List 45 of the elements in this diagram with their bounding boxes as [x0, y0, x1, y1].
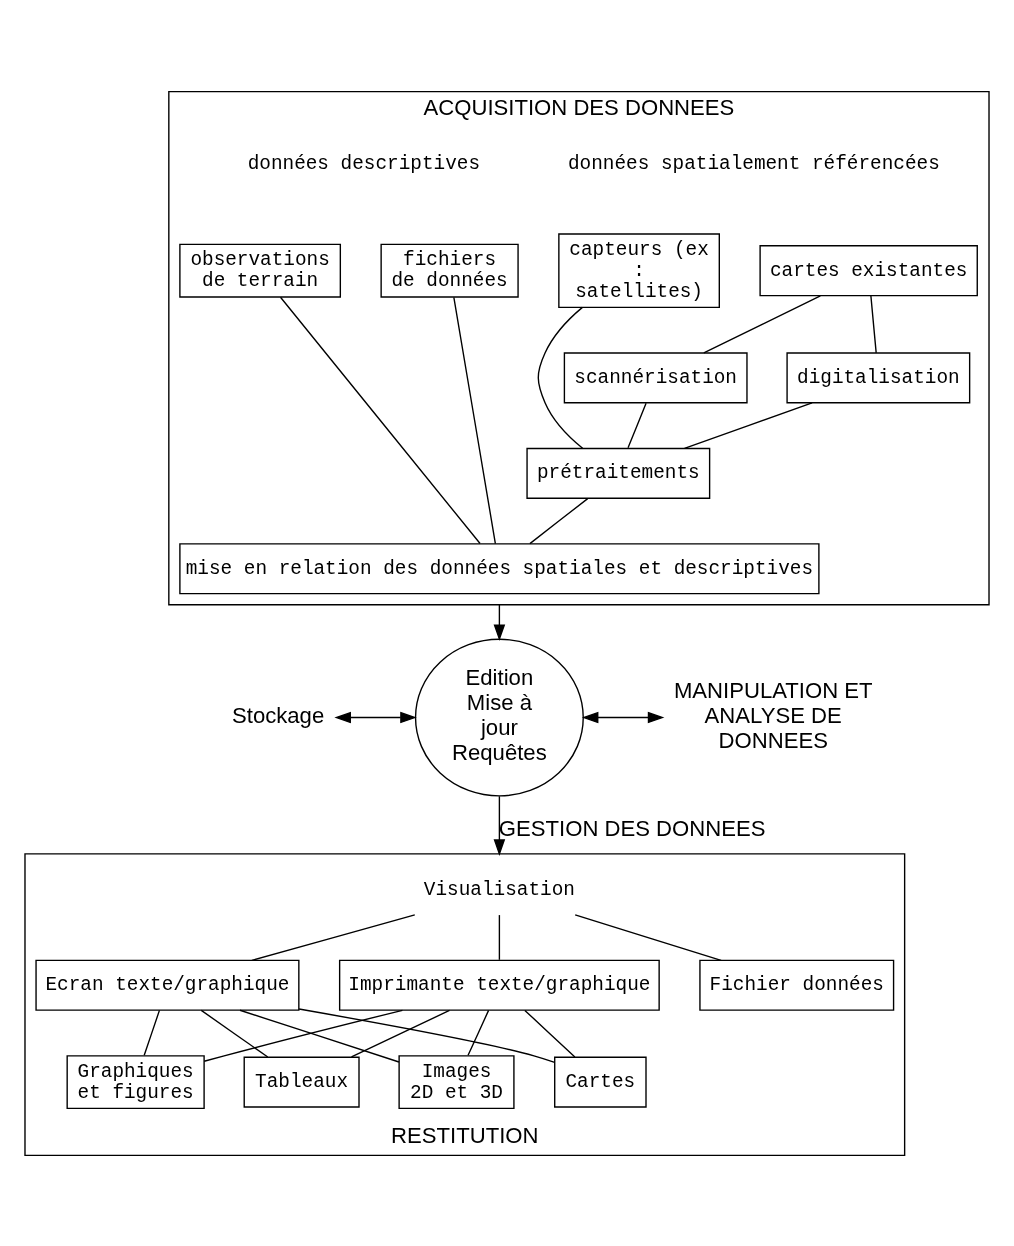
- node-text: MANIPULATION ET ANALYSE DE DONNEES: [673, 677, 873, 753]
- arrow: [581, 711, 665, 723]
- node-text: Stockage: [232, 702, 325, 728]
- arrow: [334, 711, 417, 723]
- connector: [537, 306, 584, 449]
- connector: [574, 913, 722, 961]
- connector: [703, 294, 822, 354]
- connector: [870, 294, 877, 354]
- connector: [453, 296, 497, 544]
- connector: [498, 913, 501, 960]
- connector: [251, 913, 416, 961]
- connector: [627, 401, 647, 449]
- node-box: observations de terrain: [179, 243, 342, 298]
- arrow: [493, 603, 506, 641]
- node-box: Fichier données: [699, 959, 895, 1011]
- connector: [239, 1009, 400, 1063]
- node-box: Tableaux: [243, 1056, 360, 1108]
- connector: [200, 1009, 269, 1058]
- label: données spatialement référencées: [568, 152, 940, 175]
- node-box: Graphiques et figures: [66, 1054, 205, 1109]
- connector: [524, 1009, 576, 1058]
- arrow: [493, 795, 506, 856]
- node-box: Images 2D et 3D: [398, 1054, 515, 1109]
- node-box: mise en relation des données spatiales et descriptives: [179, 542, 820, 594]
- connector: [467, 1009, 490, 1056]
- node-box: prétraitements: [526, 447, 711, 499]
- node-text: Visualisation: [423, 878, 575, 901]
- node-box: fichiers de données: [380, 243, 519, 298]
- label: données descriptives: [247, 152, 481, 175]
- connector: [298, 1007, 556, 1063]
- connector: [683, 401, 813, 449]
- connector: [529, 497, 589, 544]
- connector: [203, 1009, 404, 1062]
- connector: [350, 1009, 451, 1058]
- connector: [143, 1009, 161, 1056]
- node-box: cartes existantes: [759, 244, 978, 296]
- edge-label: GESTION DES DONNEES: [498, 815, 766, 841]
- node-box: Cartes: [554, 1056, 647, 1108]
- connector: [279, 296, 481, 544]
- node-box: digitalisation: [786, 351, 971, 403]
- node-box: scannérisation: [563, 351, 748, 403]
- node-circle: Edition Mise à jour Requêtes: [414, 638, 584, 797]
- node-box: Ecran texte/graphique: [35, 959, 300, 1011]
- node-box: Imprimante texte/graphique: [338, 959, 660, 1011]
- node-box: capteurs (ex : satellites): [558, 232, 720, 308]
